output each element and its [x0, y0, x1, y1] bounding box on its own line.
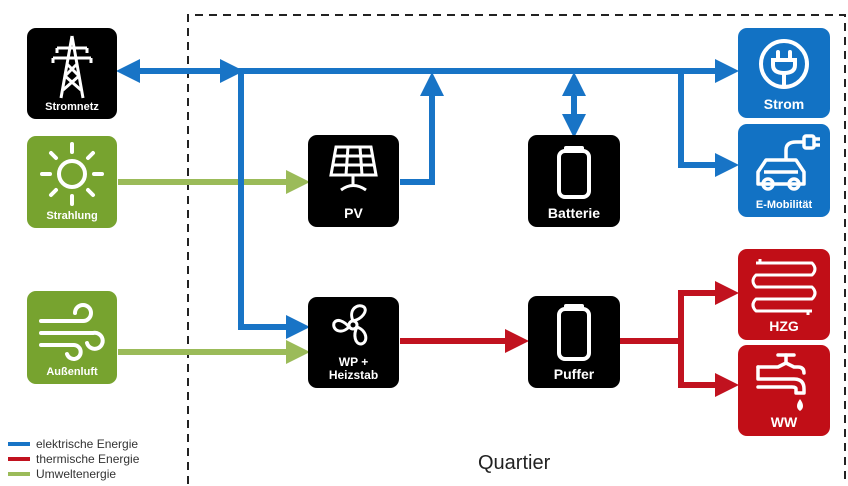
- node-wp: WP + Heizstab: [308, 297, 399, 388]
- quartier-boundary: [187, 14, 846, 484]
- node-label: E-Mobilität: [755, 198, 813, 211]
- legend-swatch: [8, 456, 30, 461]
- node-ww: WW: [738, 345, 830, 436]
- legend-label: elektrische Energie: [36, 436, 139, 451]
- node-strom: Strom: [738, 28, 830, 118]
- legend: elektrische Energie thermische Energie U…: [8, 436, 139, 481]
- node-hzg: HZG: [738, 249, 830, 340]
- flow-puffer-ww: [678, 341, 739, 397]
- radiator-icon: [751, 259, 817, 315]
- node-batterie: Batterie: [528, 135, 620, 227]
- plug-icon: [759, 39, 809, 89]
- node-label: Strahlung: [46, 209, 98, 222]
- node-pv: PV: [308, 135, 399, 227]
- node-emob: E-Mobilität: [738, 124, 830, 217]
- node-label: Puffer: [553, 365, 595, 382]
- node-strahlung: Strahlung: [27, 136, 117, 228]
- power-pylon-icon: [51, 35, 93, 99]
- flow-pv-bus: [400, 72, 444, 185]
- flow-bus-emob: [678, 71, 739, 177]
- water-tap-icon: [756, 353, 806, 411]
- legend-swatch: [8, 471, 30, 476]
- node-label: Außenluft: [46, 365, 98, 378]
- solar-panel-icon: [329, 145, 378, 192]
- quartier-label: Quartier: [478, 452, 551, 474]
- node-label: Strom: [763, 95, 805, 112]
- sun-icon: [40, 142, 104, 206]
- legend-label: thermische Energie: [36, 451, 140, 466]
- legend-label: Umweltenergie: [36, 466, 117, 481]
- node-label: HZG: [769, 317, 799, 334]
- node-label: WP + Heizstab: [328, 354, 379, 382]
- flow-bus-wp: [238, 71, 310, 339]
- battery-icon: [557, 146, 591, 199]
- flow-puffer-hzg: [678, 281, 739, 341]
- node-label: Stromnetz: [45, 100, 99, 113]
- legend-item-thermal: thermische Energie: [8, 451, 139, 466]
- node-label: Batterie: [547, 204, 601, 221]
- legend-item-electric: elektrische Energie: [8, 436, 139, 451]
- storage-tank-icon: [557, 304, 591, 361]
- node-label: WW: [770, 413, 798, 430]
- node-stromnetz: Stromnetz: [27, 28, 117, 119]
- node-aussenluft: Außenluft: [27, 291, 117, 384]
- node-puffer: Puffer: [528, 296, 620, 388]
- legend-item-environment: Umweltenergie: [8, 466, 139, 481]
- wind-icon: [39, 303, 105, 361]
- fan-icon: [332, 304, 368, 346]
- electric-car-icon: [756, 134, 820, 191]
- node-label: PV: [344, 204, 363, 221]
- legend-swatch: [8, 441, 30, 446]
